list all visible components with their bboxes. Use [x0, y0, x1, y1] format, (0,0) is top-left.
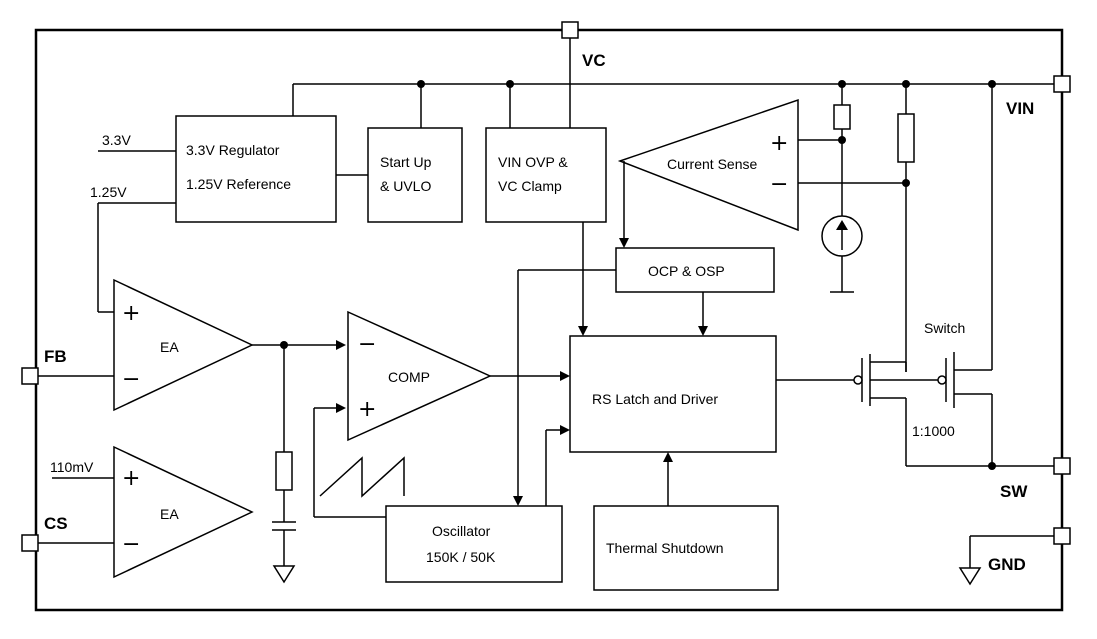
cs-pin-label: CS: [44, 514, 68, 533]
ea1-plus: +: [122, 301, 140, 326]
ovp-label-2: VC Clamp: [498, 178, 562, 194]
vc-pin-pad: [561, 21, 579, 39]
vin-pin-pad: [1053, 75, 1071, 93]
comp-label: COMP: [388, 369, 430, 385]
error-amp-1: [113, 278, 254, 412]
comp-resistor: [275, 451, 293, 491]
sawtooth-waveform-icon: [319, 456, 405, 498]
v125-label: 1.25V: [90, 184, 127, 200]
startup-label-2: & UVLO: [380, 178, 431, 194]
gate-bubble-sense: [853, 375, 863, 385]
sense-resistor-small: [833, 104, 851, 130]
gnd-pin-label: GND: [988, 555, 1026, 574]
error-amp-2: [113, 445, 254, 579]
cs-pin-pad: [21, 534, 39, 552]
regulator-label-1: 3.3V Regulator: [186, 142, 280, 158]
chip-outline: [34, 28, 1064, 612]
startup-uvlo-block: [367, 127, 463, 223]
fb-pin-label: FB: [44, 347, 67, 366]
ground-icon: [272, 565, 296, 584]
ea2-label: EA: [160, 506, 179, 522]
vin-pin-label: VIN: [1006, 99, 1034, 118]
oscillator-label-2: 150K / 50K: [426, 549, 496, 565]
rs-latch-label: RS Latch and Driver: [592, 391, 718, 407]
ea2-plus: +: [122, 466, 140, 491]
vc-pin-label: VC: [582, 51, 606, 70]
sense-resistor: [897, 113, 915, 163]
cs-amp-minus: −: [770, 172, 788, 197]
ea1-minus: −: [122, 367, 140, 392]
switch-label: Switch: [924, 320, 965, 336]
regulator-label-2: 1.25V Reference: [186, 176, 291, 192]
cs-amp-plus: +: [770, 131, 788, 156]
sw-pin-label: SW: [1000, 482, 1028, 501]
thermal-label: Thermal Shutdown: [606, 540, 724, 556]
gnd-pin-pad: [1053, 527, 1071, 545]
ocp-osp-block: [615, 247, 775, 293]
ovp-label-1: VIN OVP &: [498, 154, 568, 170]
ovp-clamp-block: [485, 127, 607, 223]
fb-pin-pad: [21, 367, 39, 385]
comp-plus: +: [358, 397, 376, 422]
ea1-label: EA: [160, 339, 179, 355]
gnd-ground-icon: [958, 567, 982, 586]
gate-bubble-main: [937, 375, 947, 385]
v33-label: 3.3V: [102, 132, 131, 148]
current-sense-label: Current Sense: [667, 156, 757, 172]
oscillator-block: [385, 505, 563, 583]
v110m-label: 110mV: [50, 459, 94, 475]
ea2-minus: −: [122, 532, 140, 557]
rs-latch-driver-block: [569, 335, 777, 453]
comparator: [347, 310, 492, 442]
comp-minus: −: [358, 332, 376, 357]
regulator-block: [175, 115, 337, 223]
oscillator-label-1: Oscillator: [432, 523, 491, 539]
ocp-label: OCP & OSP: [648, 263, 725, 279]
current-sense-amp: [617, 98, 799, 232]
sw-pin-pad: [1053, 457, 1071, 475]
thermal-shutdown-block: [593, 505, 779, 591]
startup-label-1: Start Up: [380, 154, 432, 170]
ratio-label: 1:1000: [912, 423, 955, 439]
